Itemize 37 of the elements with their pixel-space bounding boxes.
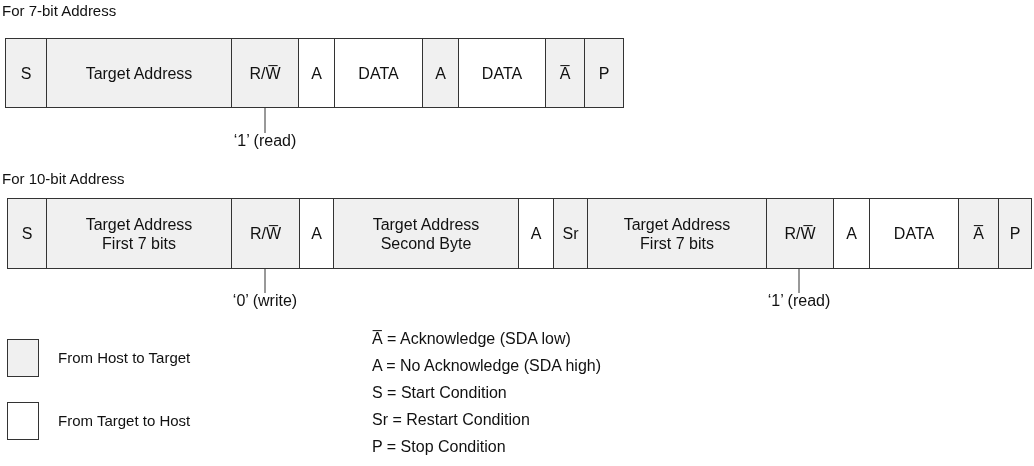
frame-field: Target Address [46, 38, 232, 108]
frame-field: Target Address First 7 bits [46, 198, 232, 269]
bit-value-label: ‘1’ (read) [767, 292, 831, 310]
frame-field: R/W̅ [231, 38, 299, 108]
legend-label: From Host to Target [58, 349, 191, 367]
frame-field: A [298, 38, 335, 108]
leader-line [264, 268, 266, 294]
frame-field: R/W̅ [766, 198, 834, 269]
section-heading: For 7-bit Address [2, 2, 117, 20]
frame-field: A̅ [545, 38, 585, 108]
frame-field: A [422, 38, 459, 108]
frame-field: Sr [553, 198, 588, 269]
frame-field: DATA [869, 198, 959, 269]
frame-field: A̅ [958, 198, 999, 269]
frame-field: R/W̅ [231, 198, 300, 269]
leader-line [798, 268, 800, 294]
key-text: A = No Acknowledge (SDA high) [372, 357, 602, 375]
section-heading: For 10-bit Address [2, 170, 125, 188]
legend-label: From Target to Host [58, 412, 191, 430]
frame-field: A [518, 198, 554, 269]
key-text: Sr = Restart Condition [372, 411, 530, 429]
key-text: A̅ = Acknowledge (SDA low) [372, 330, 571, 348]
frame-field: DATA [334, 38, 423, 108]
key-text: P = Stop Condition [372, 438, 506, 456]
frame-field: Target Address Second Byte [333, 198, 519, 269]
bit-value-label: ‘1’ (read) [233, 132, 297, 150]
frame-field: Target Address First 7 bits [587, 198, 767, 269]
frame-field: S [7, 198, 47, 269]
frame-field: A [833, 198, 870, 269]
key-text: S = Start Condition [372, 384, 507, 402]
frame-field: A [299, 198, 334, 269]
frame-field: P [584, 38, 624, 108]
frame-field: P [998, 198, 1032, 269]
bit-value-label: ‘0’ (write) [232, 292, 298, 310]
leader-line [264, 107, 266, 134]
frame-field: S [5, 38, 47, 108]
frame-field: DATA [458, 38, 546, 108]
